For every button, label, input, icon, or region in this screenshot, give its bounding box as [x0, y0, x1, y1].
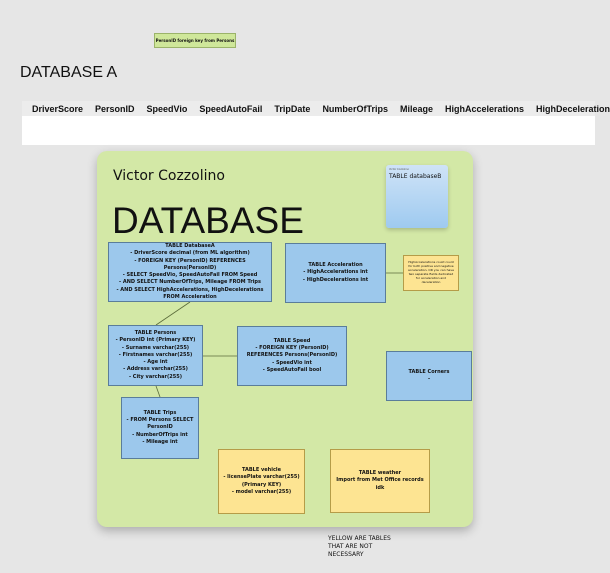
table-title: TABLE Trips [143, 409, 177, 416]
table-field: - AND SELECT NumberOfTrips, Mileage FROM… [119, 279, 261, 286]
table-header-row: DriverScore PersonID SpeedVio SpeedAutoFail… [22, 101, 610, 116]
column-header[interactable]: NumberOfTrips [322, 103, 388, 114]
table-field: - PersonID int (Primary KEY) [115, 337, 196, 344]
table-field: - Mileage int [142, 438, 178, 445]
table-trips[interactable]: TABLE Trips- FROM Persons SELECT PersonI… [121, 397, 199, 459]
table-field: - Age int [143, 359, 168, 366]
table-field: - SELECT SpeedVio, SpeedAutoFail FROM Sp… [122, 272, 258, 278]
table-field: - HighDecelerations int [302, 276, 369, 283]
table-field: - AND SELECT HighAccelerations, HighDece… [116, 286, 264, 300]
table-persons[interactable]: TABLE Persons- PersonID int (Primary KEY… [108, 325, 203, 386]
footer-note: YELLOW ARE TABLES THAT ARE NOT NECESSARY [328, 535, 391, 559]
column-header[interactable]: TripDate [274, 103, 311, 114]
board-heading: DATABASE [112, 200, 304, 241]
database-a-table[interactable]: DriverScore PersonID SpeedVio SpeedAutoFail… [22, 101, 610, 145]
table-speed[interactable]: TABLE Speed- FOREIGN KEY (PersonID) REFE… [237, 326, 347, 386]
table-title: TABLE DatabaseA [165, 243, 215, 249]
table-field: - DriverScore decimal (from ML algorithm… [130, 250, 250, 257]
board-author: Victor Cozzolino [113, 168, 225, 184]
column-header[interactable]: Mileage [399, 103, 433, 114]
page-title: DATABASE A [20, 64, 118, 81]
table-acceleration[interactable]: TABLE Acceleration- HighAccelerations in… [285, 243, 386, 303]
column-header[interactable]: SpeedAutoFail [199, 103, 263, 114]
table-field: - Firstnames varchar(255) [118, 351, 193, 358]
column-header[interactable]: SpeedVio [146, 103, 188, 114]
sticky-note-databaseB[interactable]: Victor Cozzolino TABLE databaseB [386, 165, 448, 228]
table-field: - Surname varchar(255) [121, 344, 190, 351]
table-field: - FOREIGN KEY (PersonID) REFERENCES Pers… [134, 257, 246, 271]
table-vehicle[interactable]: TABLE vehicle- licensePlate varchar(255)… [218, 449, 305, 514]
foreign-key-note[interactable]: PersonID foreign key from Persons [154, 33, 236, 48]
sticky-author: Victor Cozzolino [389, 168, 409, 171]
table-field: - Address varchar(255) [123, 366, 188, 373]
table-field: Import from Met Office records idk [336, 477, 424, 491]
connector-persons-databaseA [155, 301, 191, 326]
table-field: - licensePlate varchar(255) (Primary KEY… [223, 474, 300, 488]
table-title: TABLE Acceleration [308, 262, 363, 269]
table-title: TABLE weather [358, 470, 402, 477]
table-databaseA[interactable]: TABLE DatabaseA- DriverScore decimal (fr… [108, 242, 272, 302]
column-header[interactable]: DriverScore [32, 103, 84, 114]
table-field: - City varchar(255) [128, 373, 183, 380]
table-field: - FOREIGN KEY (PersonID) REFERENCES Pers… [246, 345, 338, 359]
column-header[interactable]: HighDecelerations [536, 103, 610, 114]
table-field: - [427, 376, 431, 382]
table-field: - model varchar(255) [231, 488, 292, 495]
table-field: - SpeedAutoFail bool [262, 366, 322, 373]
table-field: - NumberOfTrips int [132, 431, 188, 438]
table-title: TABLE vehicle [241, 467, 282, 473]
connector-persons-trips [155, 385, 161, 398]
table-field: - FROM Persons SELECT PersonID [126, 417, 194, 431]
table-title: TABLE Persons [134, 330, 177, 337]
table-title: TABLE Corners [408, 368, 450, 375]
sticky-text: TABLE databaseB [389, 173, 442, 180]
table-field: - SpeedVio int [272, 359, 312, 366]
column-header[interactable]: PersonID [95, 103, 135, 114]
column-header[interactable]: HighAccelerations [444, 103, 524, 114]
acceleration-note[interactable]: HighAccelerations could count for both p… [403, 255, 459, 291]
table-field: - HighAccelerations int [303, 269, 368, 276]
table-title: TABLE Speed [273, 337, 311, 344]
table-corners[interactable]: TABLE Corners- [386, 351, 472, 401]
